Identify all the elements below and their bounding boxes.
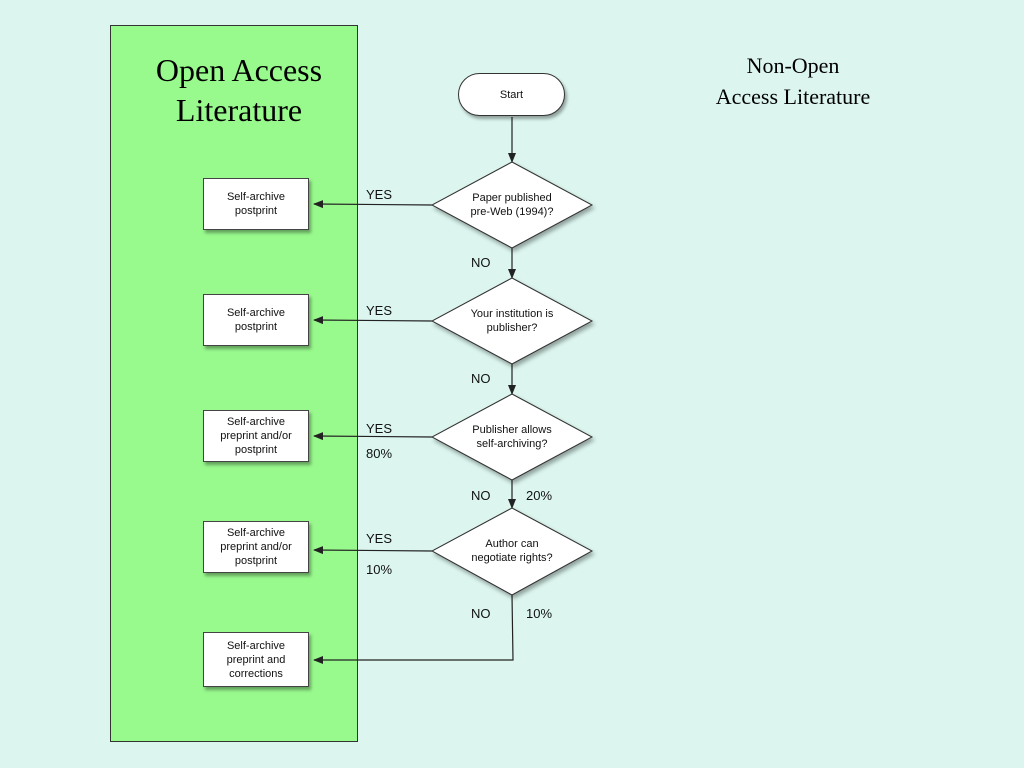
decision-1-line-2: pre-Web (1994)? [470, 206, 554, 218]
outcome-box-3: Self-archive preprint and/or postprint [203, 410, 309, 462]
decision-4-line-2: negotiate rights? [471, 552, 553, 564]
yes-label-2: YES [366, 303, 393, 318]
start-node: Start [458, 73, 565, 116]
outcome-3-line-1: Self-archive [226, 416, 286, 428]
yes-label-4: YES [366, 531, 393, 546]
decision-1-line-1: Paper published [472, 192, 552, 204]
no-label-1: NO [471, 255, 491, 270]
start-label: Start [499, 88, 524, 101]
decision-diamond-1 [430, 161, 594, 249]
no-label-3: NO [471, 488, 491, 503]
decision-2-text: Your institution is publisher? [447, 307, 577, 335]
outcome-4-line-1: Self-archive [226, 527, 286, 539]
outcome-3-line-3: postprint [234, 444, 278, 456]
yes-percent-4: 10% [366, 562, 393, 577]
outcome-box-4: Self-archive preprint and/or postprint [203, 521, 309, 573]
outcome-2-line-1: Self-archive [226, 307, 286, 319]
outcome-3-line-2: preprint and/or [220, 430, 292, 442]
decision-4-line-1: Author can [485, 538, 539, 550]
outcome-box-5: Self-archive preprint and corrections [203, 632, 309, 687]
yes-label-3: YES [366, 421, 393, 436]
arrow-decision-2-yes [313, 316, 433, 325]
no-percent-3: 20% [526, 488, 553, 503]
no-percent-4: 10% [526, 606, 553, 621]
outcome-2-line-2: postprint [234, 321, 278, 333]
outcome-1-line-1: Self-archive [226, 191, 286, 203]
arrow-decision-3-yes [313, 432, 433, 441]
decision-diamond-4 [430, 507, 594, 596]
arrow-decision-4-yes [313, 546, 433, 555]
no-label-4: NO [471, 606, 491, 621]
non-open-access-title-line-1: Non-Open [746, 53, 840, 78]
no-label-2: NO [471, 371, 491, 386]
outcome-4-line-2: preprint and/or [220, 541, 292, 553]
yes-label-1: YES [366, 187, 393, 202]
decision-3-line-1: Publisher allows [472, 424, 552, 436]
open-access-title: Open Access Literature [110, 50, 368, 130]
decision-3-line-2: self-archiving? [476, 438, 548, 450]
open-access-title-line-2: Literature [175, 92, 303, 128]
decision-diamond-3 [430, 393, 594, 481]
arrow-decision-1-yes [313, 200, 433, 209]
non-open-access-title-line-2: Access Literature [715, 84, 871, 109]
non-open-access-title: Non-Open Access Literature [683, 50, 903, 112]
decision-2-line-2: publisher? [486, 322, 538, 334]
decision-4-text: Author can negotiate rights? [447, 537, 577, 565]
decision-3-text: Publisher allows self-archiving? [447, 423, 577, 451]
outcome-5-line-3: corrections [229, 667, 283, 680]
outcome-5-line-1: Self-archive [226, 639, 286, 652]
yes-percent-3: 80% [366, 446, 393, 461]
outcome-5-line-2: preprint and [226, 653, 286, 666]
decision-diamond-2 [430, 277, 594, 365]
decision-1-text: Paper published pre-Web (1994)? [447, 191, 577, 219]
outcome-4-line-3: postprint [234, 555, 278, 567]
outcome-box-2: Self-archive postprint [203, 294, 309, 346]
outcome-box-1: Self-archive postprint [203, 178, 309, 230]
open-access-panel [110, 25, 358, 742]
open-access-title-line-1: Open Access [155, 52, 323, 88]
arrow-decision-4-no [313, 594, 514, 664]
outcome-1-line-2: postprint [234, 205, 278, 217]
decision-2-line-1: Your institution is [470, 308, 554, 320]
